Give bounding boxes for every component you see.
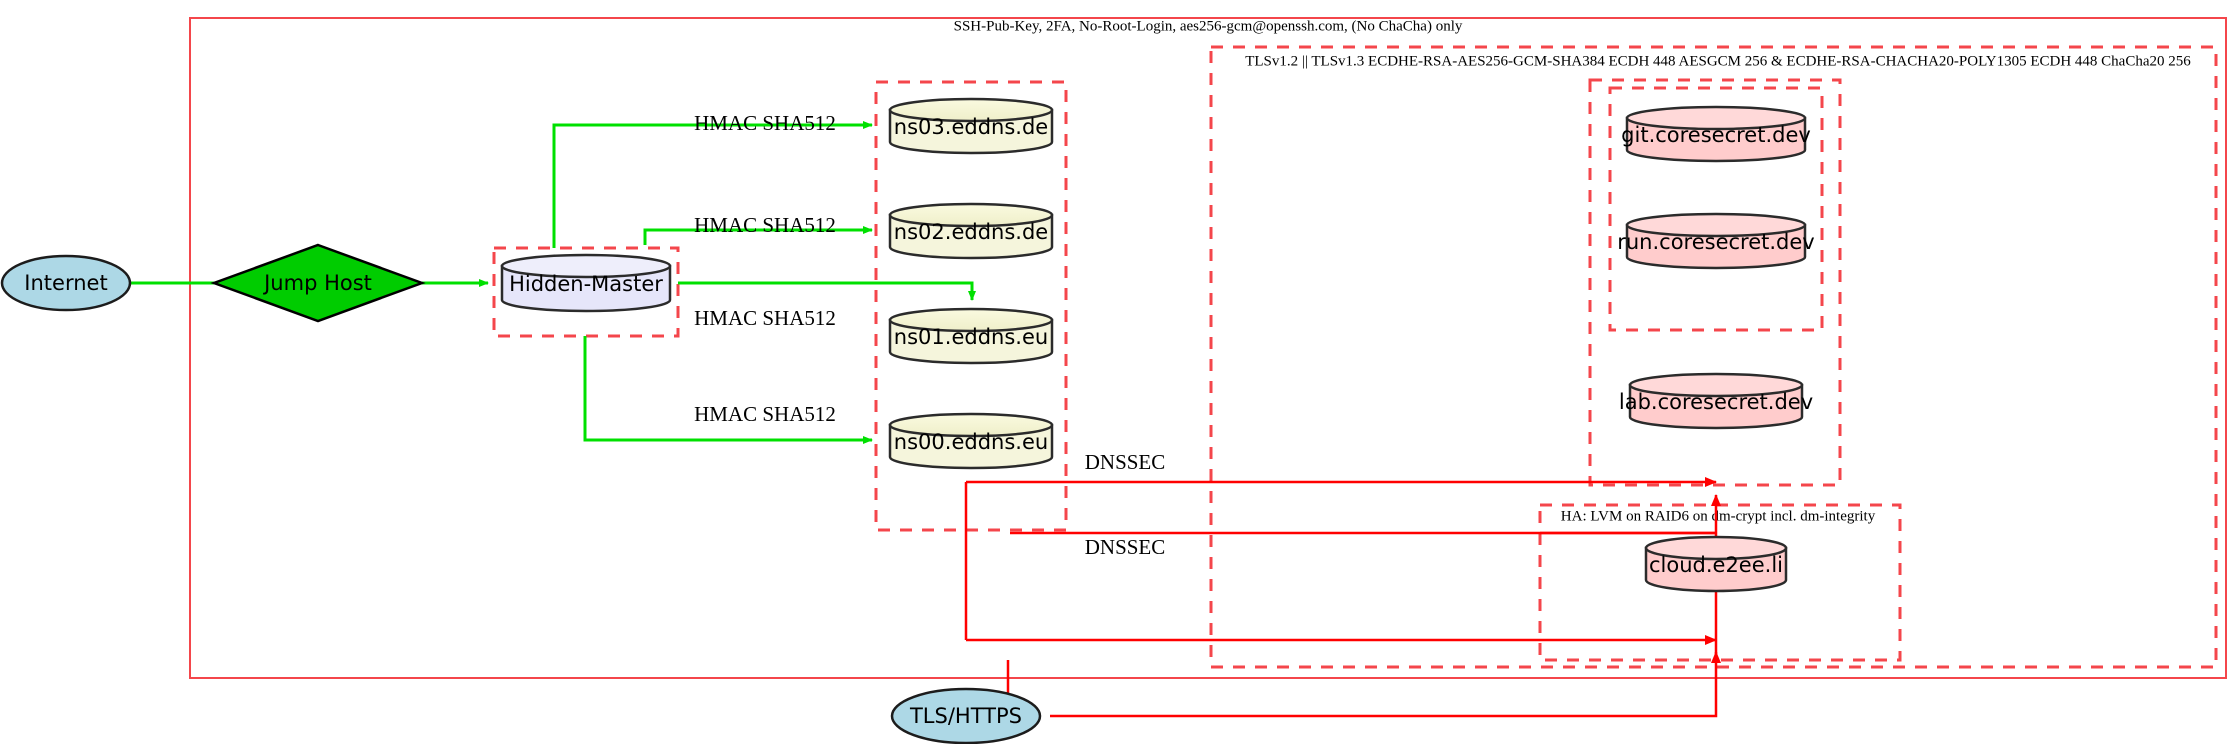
node-ns00[interactable]: ns00.eddns.eu bbox=[888, 412, 1054, 470]
node-git-coresecret-label: git.coresecret.dev bbox=[1621, 123, 1811, 147]
node-hidden-master[interactable]: Hidden-Master bbox=[500, 253, 672, 313]
node-ns00-label: ns00.eddns.eu bbox=[894, 430, 1048, 454]
edge-label-hmac-ns00: HMAC SHA512 bbox=[694, 402, 836, 426]
node-cloud-e2ee-label: cloud.e2ee.li bbox=[1649, 553, 1783, 577]
edge-hiddenmaster-ns01 bbox=[678, 281, 976, 301]
node-tls-https-label: TLS/HTTPS bbox=[909, 704, 1022, 728]
edge-hiddenmaster-ns02 bbox=[643, 226, 873, 245]
node-run-coresecret-label: run.coresecret.dev bbox=[1617, 230, 1815, 254]
node-lab-coresecret-label: lab.coresecret.dev bbox=[1619, 390, 1813, 414]
edge-label-hmac-ns03: HMAC SHA512 bbox=[694, 111, 836, 135]
node-hidden-master-label: Hidden-Master bbox=[509, 272, 663, 296]
cluster-ha-storage-label: HA: LVM on RAID6 on dm-crypt incl. dm-in… bbox=[1561, 508, 1876, 524]
cluster-tls-policy-label: TLSv1.2 || TLSv1.3 ECDHE-RSA-AES256-GCM-… bbox=[1245, 53, 2191, 69]
node-ns03-label: ns03.eddns.de bbox=[894, 115, 1048, 139]
node-tls-https[interactable]: TLS/HTTPS bbox=[890, 687, 1042, 744]
node-jump-host[interactable]: Jump Host bbox=[210, 243, 426, 323]
edge-label-hmac-ns01: HMAC SHA512 bbox=[694, 306, 836, 330]
node-ns01-label: ns01.eddns.eu bbox=[894, 325, 1048, 349]
node-ns02-label: ns02.eddns.de bbox=[894, 220, 1048, 244]
frame-ssh-policy-label: SSH-Pub-Key, 2FA, No-Root-Login, aes256-… bbox=[954, 18, 1463, 34]
node-lab-coresecret[interactable]: lab.coresecret.dev bbox=[1619, 372, 1813, 430]
node-ns02[interactable]: ns02.eddns.de bbox=[888, 202, 1054, 260]
node-git-coresecret[interactable]: git.coresecret.dev bbox=[1621, 105, 1811, 163]
edge-label-dnssec-upper: DNSSEC bbox=[1085, 450, 1166, 474]
cluster-coresecret-apps bbox=[1608, 86, 1824, 332]
edge-label-hmac-ns02: HMAC SHA512 bbox=[694, 213, 836, 237]
node-ns01[interactable]: ns01.eddns.eu bbox=[888, 307, 1054, 365]
node-internet[interactable]: Internet bbox=[0, 254, 132, 312]
node-ns03[interactable]: ns03.eddns.de bbox=[888, 97, 1054, 155]
node-internet-label: Internet bbox=[24, 271, 107, 295]
edge-hiddenmaster-ns03 bbox=[552, 121, 873, 248]
edge-hiddenmaster-ns00 bbox=[583, 336, 873, 444]
edge-tlshttps-right bbox=[1050, 700, 1718, 718]
edge-label-dnssec-lower: DNSSEC bbox=[1085, 535, 1166, 559]
node-jump-host-label: Jump Host bbox=[262, 271, 372, 295]
node-cloud-e2ee[interactable]: cloud.e2ee.li bbox=[1644, 535, 1788, 593]
cluster-nameservers bbox=[874, 80, 1068, 532]
frame-ssh-policy bbox=[189, 17, 2227, 679]
node-run-coresecret[interactable]: run.coresecret.dev bbox=[1617, 212, 1815, 270]
